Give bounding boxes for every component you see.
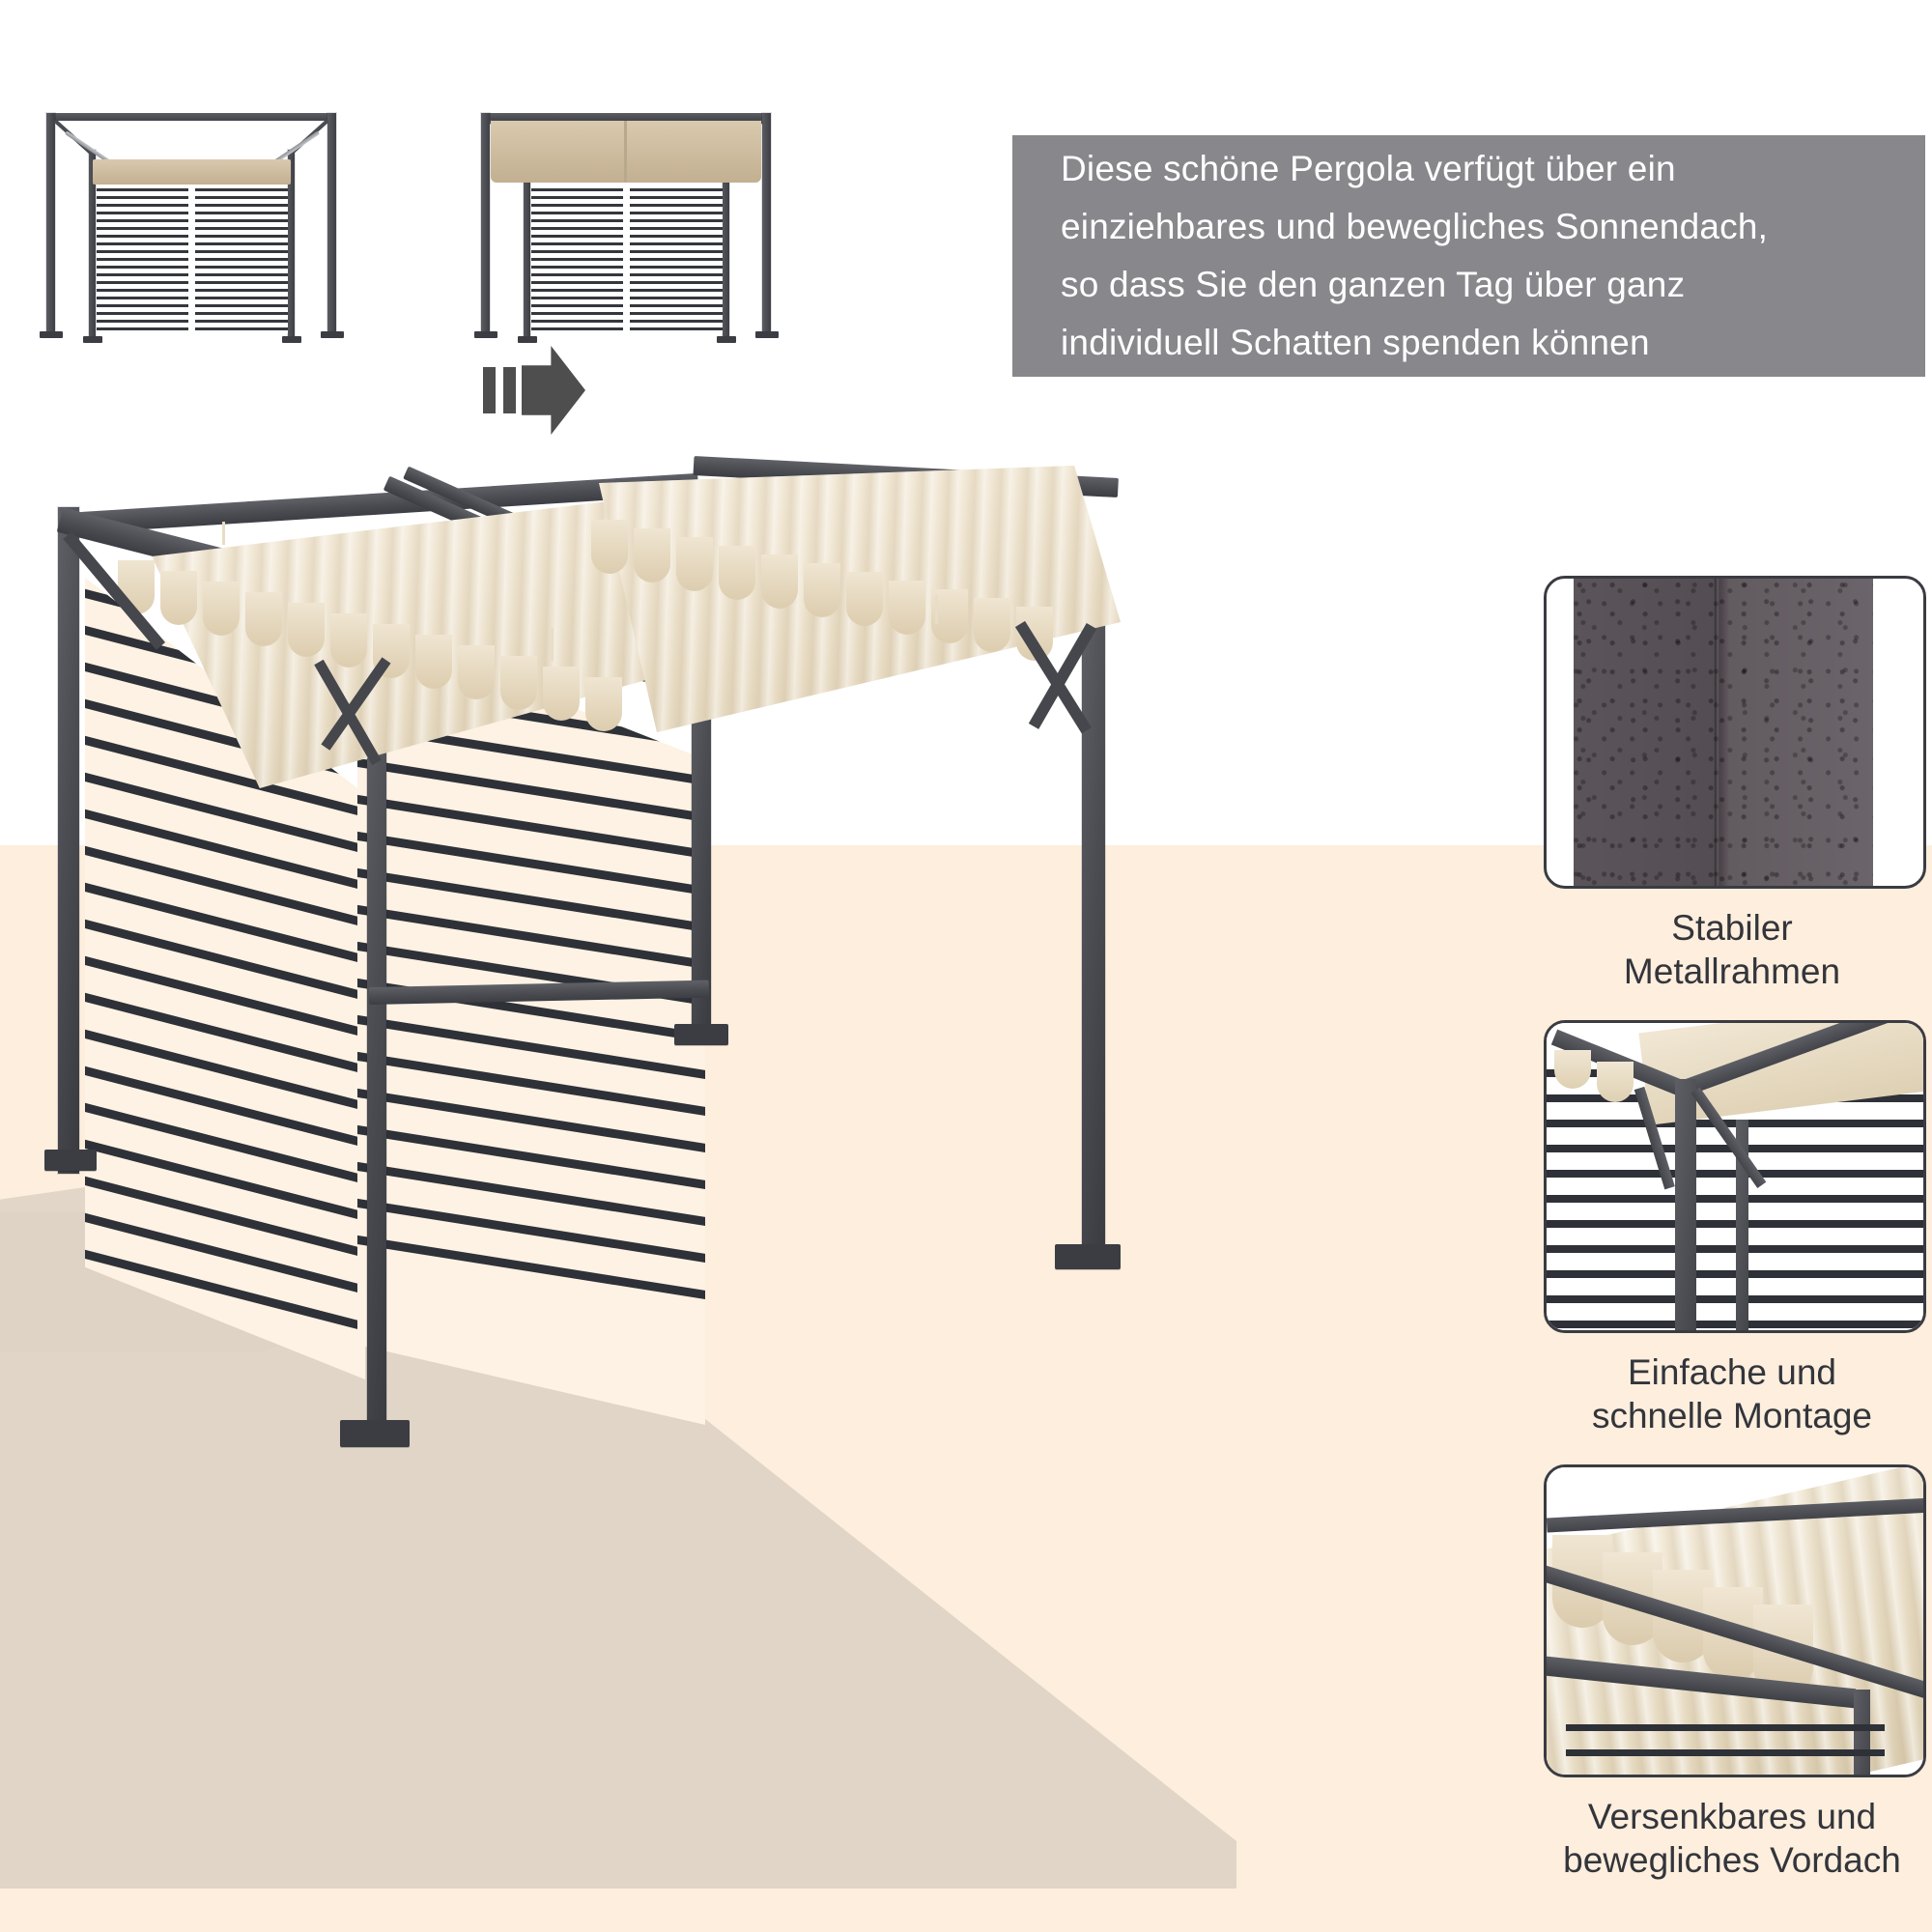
post-centre-right	[692, 639, 711, 1036]
canopy-scallops-left	[118, 560, 659, 731]
feature-caption-assembly: Einfache und schnelle Montage	[1591, 1352, 1873, 1436]
hero-pergola-illustration	[0, 415, 1217, 1575]
canopy-right-post	[1854, 1690, 1870, 1775]
feature-card-metal-frame: Stabiler Metallrahmen	[1544, 576, 1926, 993]
feature-thumbnail-metal-frame	[1544, 576, 1926, 889]
assembly-inner-post	[1736, 1120, 1748, 1330]
canopy-state-comparison	[19, 92, 779, 435]
description-text: Diese schöne Pergola verfügt über ein ei…	[1061, 149, 1769, 362]
assembly-corner-post	[1675, 1079, 1696, 1330]
fabric-tie-3	[222, 522, 225, 545]
post-foot-centre-right	[674, 1024, 728, 1045]
fabric-tie-1	[551, 628, 554, 661]
feature-thumbnail-retractable-canopy	[1544, 1464, 1926, 1777]
post-foot-rear-left	[44, 1150, 97, 1171]
feature-card-retractable-canopy: Versenkbares und bewegliches Vordach	[1544, 1464, 1926, 1882]
post-foot-far-right	[1055, 1244, 1121, 1269]
feature-thumbnail-assembly	[1544, 1020, 1926, 1333]
feature-caption-retractable-canopy: Versenkbares und bewegliches Vordach	[1563, 1797, 1901, 1881]
post-far-right	[1082, 589, 1105, 1265]
canopy-fabric-retracted	[93, 159, 291, 185]
fabric-tie-2	[935, 595, 938, 624]
description-callout-box: Diese schöne Pergola verfügt über ein ei…	[1012, 135, 1925, 377]
thumbnail-canopy-extended	[464, 92, 792, 382]
post-foot-mid-left	[340, 1420, 410, 1447]
feature-caption-metal-frame: Stabiler Metallrahmen	[1623, 908, 1841, 992]
post-rear-left	[58, 507, 79, 1174]
metal-texture-surface	[1574, 579, 1873, 886]
thumbnail-canopy-retracted	[29, 92, 357, 382]
slat-wall-right	[357, 623, 705, 1425]
post-mid-left	[367, 643, 386, 1445]
feature-card-assembly: Einfache und schnelle Montage	[1544, 1020, 1926, 1437]
canopy-scallops-right	[591, 520, 1113, 661]
arrow-right-icon	[481, 338, 597, 444]
